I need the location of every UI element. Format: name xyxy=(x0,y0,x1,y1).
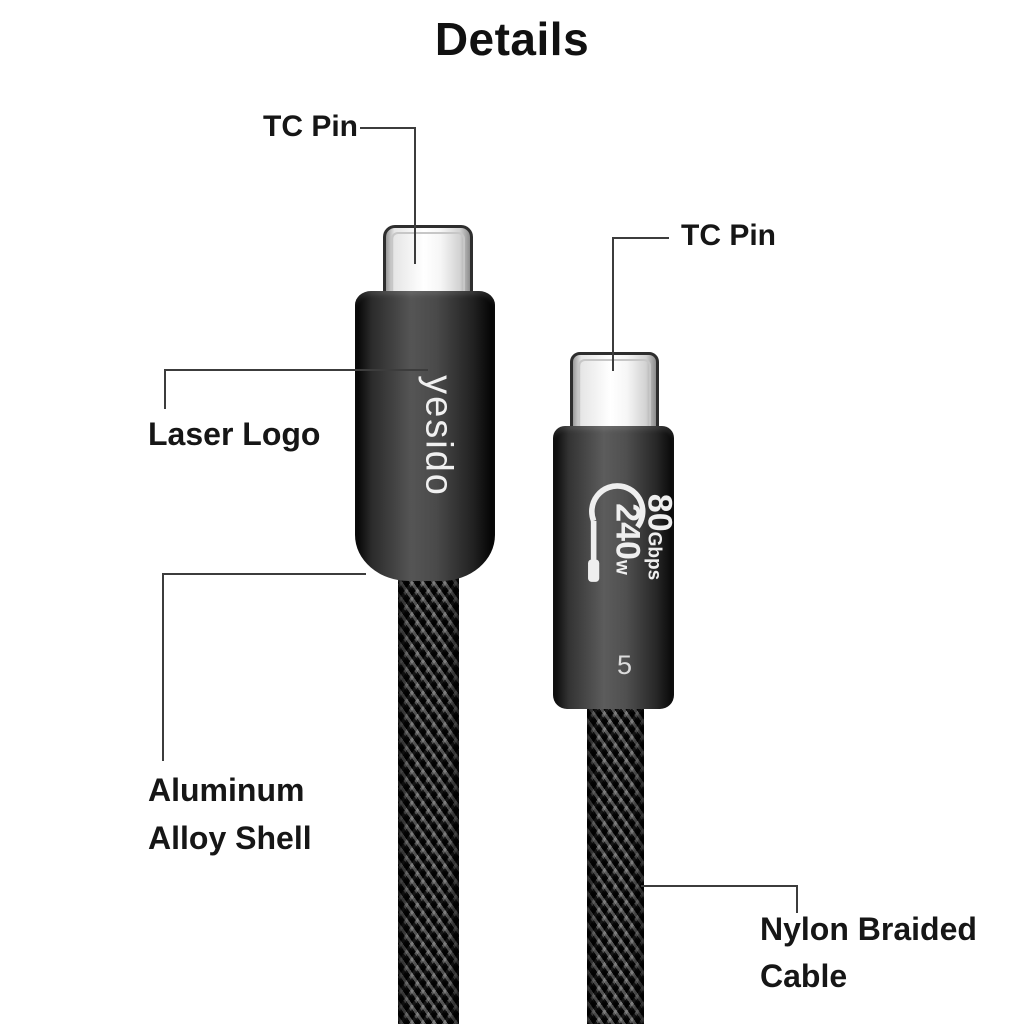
left-braided-cable xyxy=(398,550,459,1024)
power-unit: w xyxy=(611,559,633,575)
label-nylon-line1: Nylon Braided xyxy=(760,911,977,947)
leader-tc-pin-left-vertical xyxy=(414,127,416,264)
label-tc-pin-right: TC Pin xyxy=(681,219,776,252)
version-marking: 5 xyxy=(617,650,633,680)
label-aluminum-line1: Aluminum xyxy=(148,772,305,808)
leader-tc-pin-right-horizontal xyxy=(612,237,669,239)
power-value: 240 xyxy=(608,503,647,560)
right-connector-shell xyxy=(553,426,674,709)
right-usb-c-pin xyxy=(570,352,659,429)
page-title: Details xyxy=(434,13,590,65)
left-usb-c-pin xyxy=(383,225,473,295)
power-print: 240w xyxy=(608,503,647,575)
leader-tc-pin-left-horizontal xyxy=(360,127,416,129)
leader-aluminum-vertical xyxy=(162,573,164,761)
label-nylon-line2: Cable xyxy=(760,958,848,994)
label-aluminum-alloy-shell: Aluminum Alloy Shell xyxy=(148,766,312,862)
leader-aluminum-horizontal xyxy=(162,573,366,575)
yesido-laser-logo: yesido xyxy=(417,375,460,497)
left-connector-shell xyxy=(355,291,495,581)
speed-unit: Gbps xyxy=(643,531,665,581)
label-tc-pin-left: TC Pin xyxy=(263,110,358,143)
label-laser-logo: Laser Logo xyxy=(148,416,321,452)
leader-laser-logo-vertical xyxy=(164,369,166,409)
label-nylon-braided-cable: Nylon Braided Cable xyxy=(760,906,977,1000)
leader-nylon-vertical xyxy=(796,885,798,913)
leader-nylon-horizontal xyxy=(641,885,798,887)
cable-plug-icon xyxy=(588,483,646,582)
right-braided-cable xyxy=(587,700,644,1024)
leader-laser-logo-horizontal xyxy=(164,369,428,371)
leader-tc-pin-right-vertical xyxy=(612,237,614,371)
label-aluminum-line2: Alloy Shell xyxy=(148,820,312,856)
